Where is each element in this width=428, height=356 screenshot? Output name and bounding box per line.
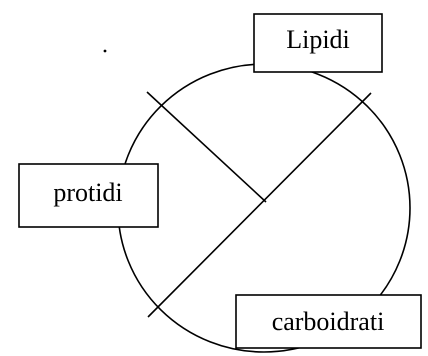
- label-lipidi-box: [253, 13, 383, 73]
- divider-line-upper-left: [146, 91, 267, 203]
- divider-line-diagonal: [147, 92, 372, 318]
- label-carboidrati: carboidrati: [235, 294, 422, 349]
- stray-dot: [103, 49, 107, 53]
- label-lipidi: Lipidi: [253, 13, 383, 73]
- label-protidi-text: protidi: [53, 178, 122, 207]
- label-lipidi-text: Lipidi: [286, 25, 350, 54]
- label-protidi-box: [18, 163, 159, 228]
- label-carboidrati-text: carboidrati: [272, 307, 385, 336]
- label-protidi: protidi: [18, 163, 159, 228]
- label-carboidrati-box: [235, 294, 422, 349]
